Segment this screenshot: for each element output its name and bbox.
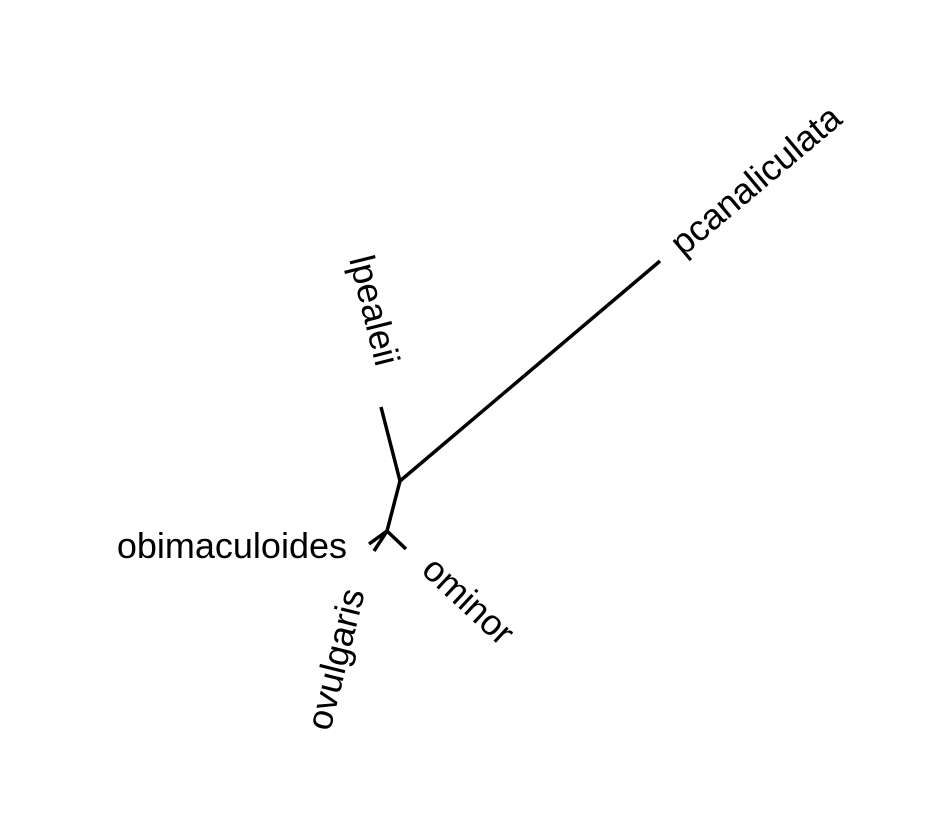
branch-ominor [385,529,408,551]
tip-label-ominor: ominor [415,548,523,653]
branch-pcanaliculata [398,259,662,483]
tip-label-obimaculoides: obimaculoides [117,525,347,566]
tip-label-lpealeii: lpealeii [341,251,408,370]
tree-branches [367,259,662,552]
branch-internal [385,480,402,532]
branch-ovulgaris [372,530,389,552]
tip-label-pcanaliculata: pcanaliculata [662,96,850,263]
branch-lpealeii [379,406,402,482]
tip-label-ovulgaris: ovulgaris [298,584,373,734]
tip-labels: pcanaliculata lpealeii obimaculoides ovu… [117,96,850,734]
